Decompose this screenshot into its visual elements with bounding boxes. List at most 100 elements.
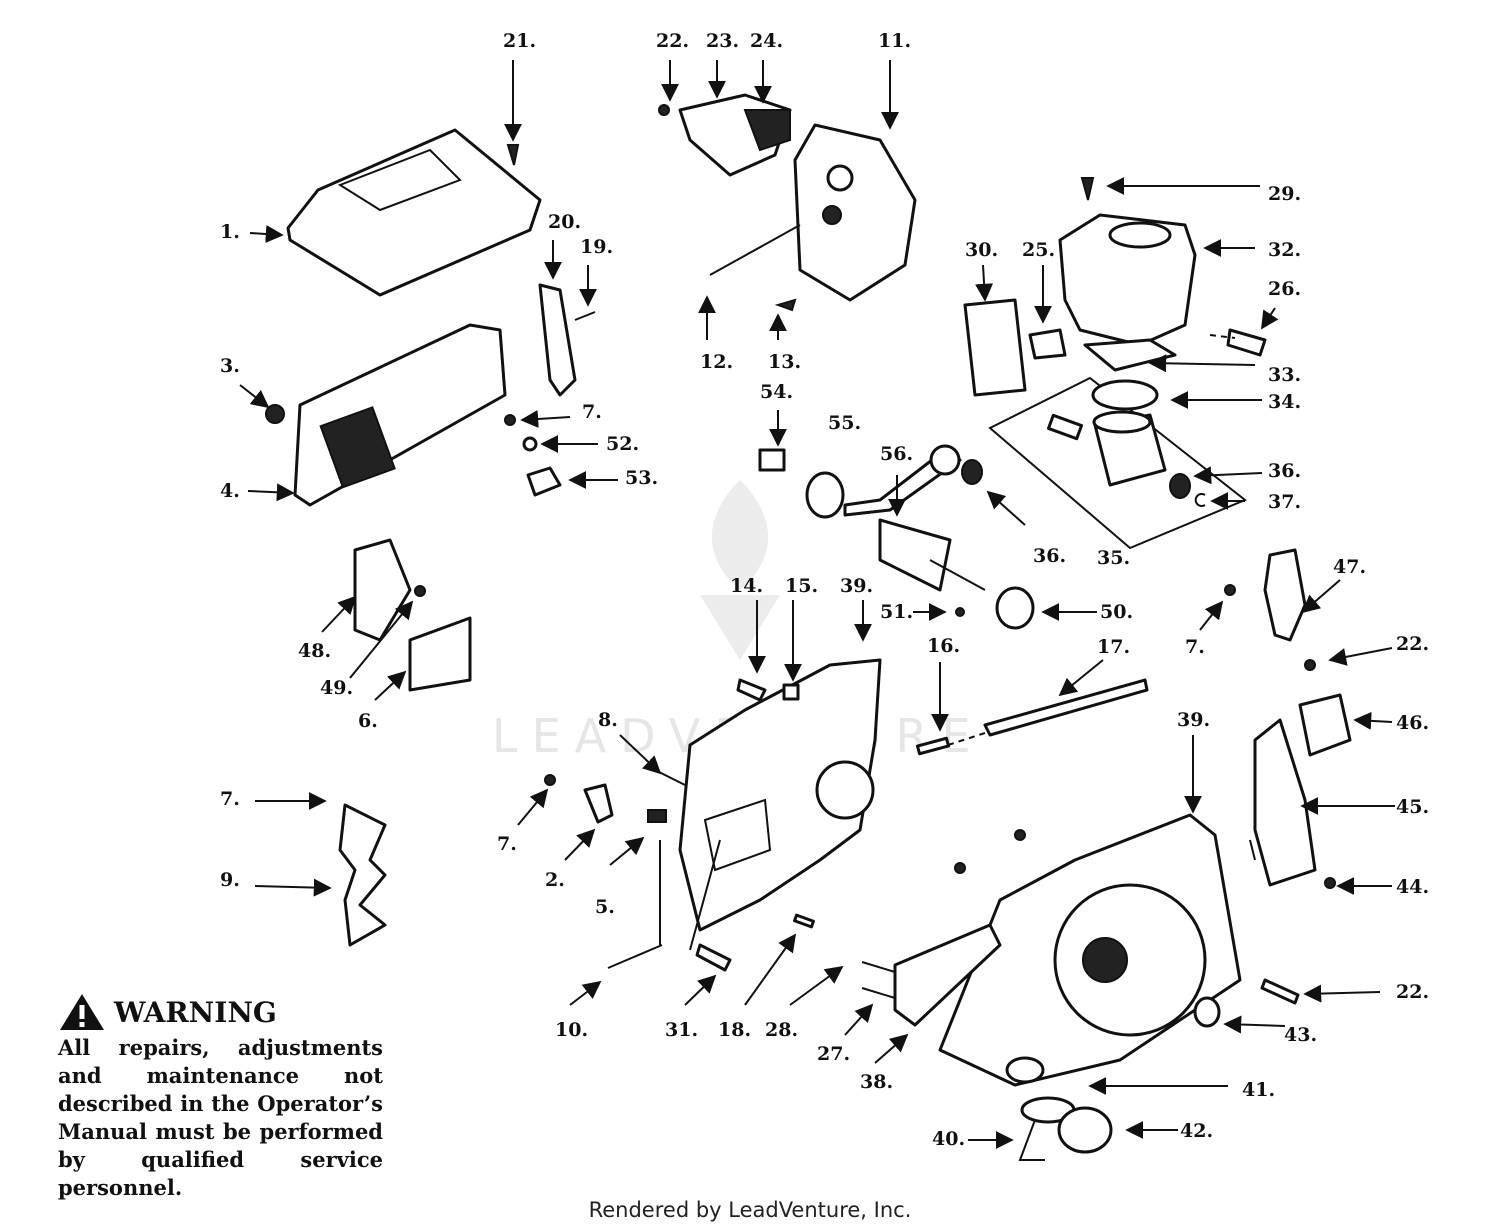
part-crankcase-39-right (938, 813, 1242, 1087)
label-54: 54. (760, 381, 793, 403)
label-44: 44. (1396, 876, 1429, 898)
part-plate-30 (963, 298, 1027, 397)
part-screw-7c (544, 774, 556, 786)
label-49: 49. (320, 677, 353, 699)
part-key-51 (955, 607, 965, 617)
part-bushing-15 (782, 683, 800, 701)
part-bolts-27-28 (861, 961, 896, 999)
warning-notice: WARNING All repairs, adjustments and mai… (58, 992, 383, 1202)
part-bearing-36b (961, 459, 983, 485)
label-16: 16. (927, 635, 960, 657)
part-pin-18 (793, 913, 815, 929)
label-46: 46. (1396, 712, 1429, 734)
part-gasket-38 (893, 923, 1002, 1027)
part-nut-3 (265, 404, 285, 424)
label-9: 9. (220, 869, 240, 891)
label-35: 35. (1097, 547, 1130, 569)
label-18: 18. (718, 1019, 751, 1041)
part-air-box-23-24 (658, 93, 792, 177)
label-42: 42. (1180, 1120, 1213, 1142)
part-bearing-50 (995, 586, 1035, 630)
label-22-b: 22. (1396, 633, 1429, 655)
label-37: 37. (1268, 491, 1301, 513)
label-11: 11. (878, 30, 911, 52)
part-seal-43 (1193, 996, 1221, 1028)
label-10: 10. (555, 1019, 588, 1041)
part-crankshaft-56 (843, 444, 986, 592)
label-1: 1. (220, 221, 240, 243)
part-bar-plate-48 (353, 538, 426, 642)
part-pin-piston (1047, 413, 1083, 441)
part-bar-plate-6 (408, 616, 472, 692)
label-7-d: 7. (497, 833, 517, 855)
label-48: 48. (298, 640, 331, 662)
part-handle-45-47 (1253, 548, 1352, 887)
warning-body: All repairs, adjustments and maintenance… (58, 1035, 383, 1200)
part-labels: 21. 22. 23. 24. 11. 29. 1. 20. 19. 30. 2… (220, 30, 1429, 1150)
part-bolt-22c (1260, 978, 1300, 1005)
part-screw-left-upper (954, 862, 966, 874)
label-14: 14. (730, 575, 763, 597)
label-52: 52. (606, 433, 639, 455)
label-15: 15. (785, 575, 818, 597)
part-bolt-10 (607, 944, 663, 969)
label-39-a: 39. (840, 575, 873, 597)
part-screw-22b (1304, 659, 1316, 671)
part-stop-5 (647, 809, 667, 823)
label-47: 47. (1333, 556, 1366, 578)
label-34: 34. (1268, 391, 1301, 413)
label-51: 51. (880, 601, 913, 623)
label-50: 50. (1100, 601, 1133, 623)
part-chain-cover-1 (286, 128, 542, 297)
label-27: 27. (817, 1043, 850, 1065)
part-crankcase-39-left (678, 658, 882, 932)
label-36-b: 36. (1033, 545, 1066, 567)
part-seal-55 (805, 471, 845, 519)
part-screw-7d (1224, 584, 1236, 596)
part-washer-52 (522, 436, 538, 452)
label-41: 41. (1242, 1079, 1275, 1101)
part-screw-19 (574, 311, 596, 321)
label-56: 56. (880, 443, 913, 465)
part-screws-upper (1014, 829, 1026, 841)
part-cylinder-cover-11 (793, 123, 917, 302)
part-bumper-spike-9 (338, 803, 387, 947)
label-38: 38. (860, 1071, 893, 1093)
label-12: 12. (700, 351, 733, 373)
part-pin-31 (695, 943, 732, 972)
label-5: 5. (595, 896, 615, 918)
part-cap-42 (1057, 1106, 1113, 1154)
label-43: 43. (1284, 1024, 1317, 1046)
part-bolt-12 (709, 224, 801, 276)
label-6: 6. (358, 710, 378, 732)
label-7-c: 7. (220, 788, 240, 810)
callout-arrows (239, 60, 1395, 1149)
label-8: 8. (598, 709, 618, 731)
label-33: 33. (1268, 364, 1301, 386)
rendered-by-footer: Rendered by LeadVenture, Inc. (588, 1198, 912, 1222)
part-screw-44 (1324, 877, 1336, 889)
part-gasket-25 (1028, 328, 1067, 360)
part-piston-35 (1092, 410, 1167, 487)
part-bushing-54 (758, 448, 786, 472)
part-strap-40 (1018, 1119, 1045, 1161)
label-55: 55. (828, 412, 861, 434)
label-25: 25. (1022, 239, 1055, 261)
label-30: 30. (965, 239, 998, 261)
warning-triangle-icon (60, 994, 104, 1030)
label-26: 26. (1268, 278, 1301, 300)
label-53: 53. (625, 467, 658, 489)
label-17: 17. (1097, 636, 1130, 658)
part-screw-14 (736, 678, 767, 702)
label-7-b: 7. (1185, 636, 1205, 658)
flame-logo-watermark (700, 480, 780, 660)
part-clip-37 (1194, 493, 1206, 507)
part-screw-21 (506, 144, 520, 166)
label-2: 2. (545, 869, 565, 891)
warning-title: WARNING (114, 995, 277, 1029)
label-23: 23. (706, 30, 739, 52)
label-28: 28. (765, 1019, 798, 1041)
part-screw-7a (504, 414, 516, 426)
part-fuel-line-17 (983, 678, 1149, 737)
part-bearing-36a (1169, 473, 1191, 499)
